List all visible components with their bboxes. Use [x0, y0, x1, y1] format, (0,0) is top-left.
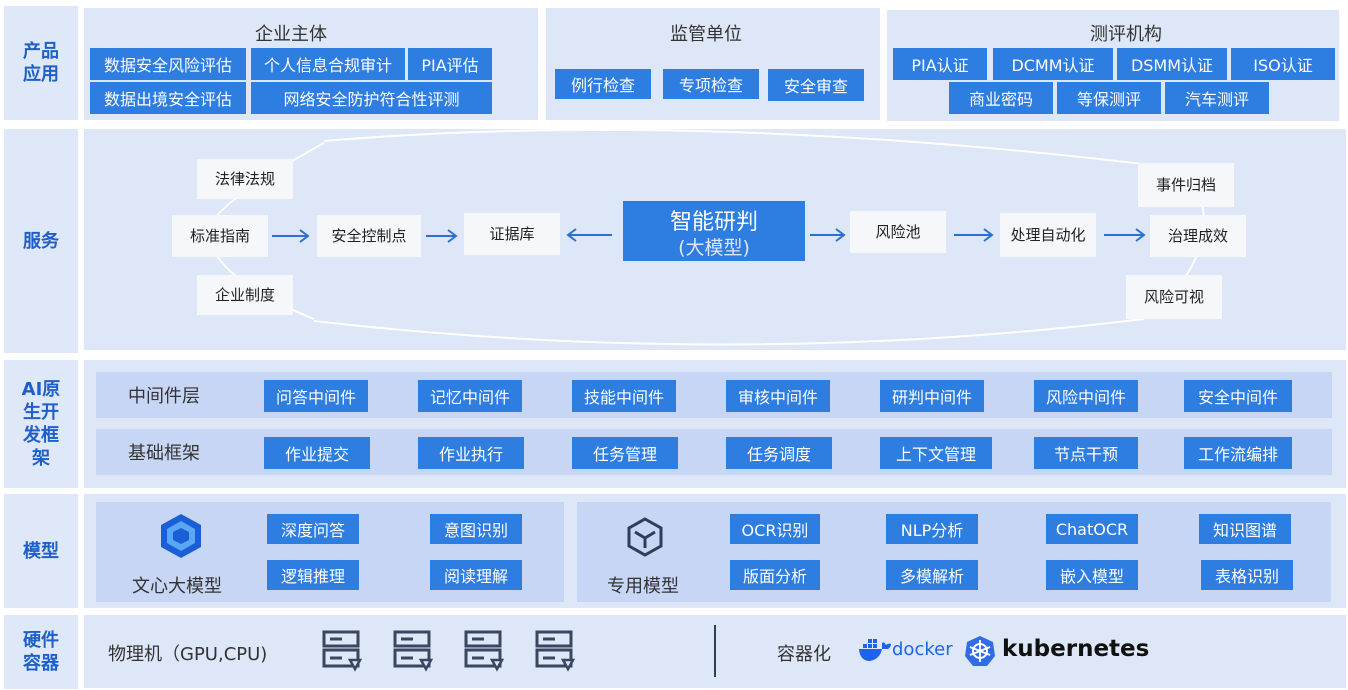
ai-panel: 中间件层 问答中间件 记忆中间件 技能中间件 审核中间件 研判中间件 风险中间件…	[84, 360, 1346, 488]
special-label: 专用模型	[607, 576, 679, 597]
framework-item[interactable]: 任务调度	[726, 437, 832, 469]
middleware-item[interactable]: 风险中间件	[1034, 380, 1138, 412]
special-model-box: 专用模型 OCR识别 NLP分析 ChatOCR 知识图谱 版面分析 多模解析 …	[577, 502, 1331, 602]
special-item[interactable]: 版面分析	[730, 560, 820, 590]
middleware-label: 中间件层	[128, 386, 200, 407]
kubernetes-wordmark: kubernetes	[1002, 636, 1150, 662]
product-item[interactable]: DCMM认证	[993, 48, 1113, 80]
kubernetes-icon	[965, 636, 995, 666]
product-item[interactable]: 个人信息合规审计	[251, 48, 405, 80]
middleware-item[interactable]: 技能中间件	[572, 380, 676, 412]
special-item[interactable]: 多模解析	[886, 560, 978, 590]
enterprise-title: 企业主体	[255, 24, 327, 45]
service-standard[interactable]: 标准指南	[172, 215, 268, 257]
framework-layer: 基础框架 作业提交 作业执行 任务管理 任务调度 上下文管理 节点干预 工作流编…	[96, 429, 1332, 475]
product-item[interactable]: 安全审查	[768, 69, 864, 101]
row-label-hardware: 硬件 容器	[4, 615, 78, 689]
wenxin-model-box: 文心大模型 深度问答 意图识别 逻辑推理 阅读理解	[96, 502, 564, 602]
product-item[interactable]: 网络安全防护符合性评测	[251, 82, 492, 114]
product-item[interactable]: 等保测评	[1057, 82, 1161, 114]
framework-item[interactable]: 任务管理	[572, 437, 678, 469]
hardware-panel: 物理机（GPU,CPU) 容器化 docker	[84, 615, 1346, 688]
middleware-item[interactable]: 记忆中间件	[418, 380, 522, 412]
middleware-layer: 中间件层 问答中间件 记忆中间件 技能中间件 审核中间件 研判中间件 风险中间件…	[96, 372, 1332, 418]
arrow-right-icon	[1104, 228, 1146, 242]
middleware-item[interactable]: 问答中间件	[264, 380, 368, 412]
smart-judgment-title: 智能研判	[669, 210, 758, 235]
product-item[interactable]: 数据出境安全评估	[90, 82, 246, 114]
wenxin-logo-icon	[161, 514, 201, 558]
regulator-panel: 监管单位 例行检查 专项检查 安全审查	[546, 8, 880, 120]
server-icon	[393, 630, 433, 672]
arrow-right-icon	[426, 229, 458, 243]
arrow-left-icon	[566, 228, 612, 242]
service-governance[interactable]: 治理成效	[1150, 215, 1246, 257]
service-panel: 法律法规 标准指南 企业制度 安全控制点 证据库 智能研判 (大模型) 风险池 …	[84, 129, 1346, 350]
service-visual[interactable]: 风险可视	[1126, 275, 1222, 319]
smart-judgment-box[interactable]: 智能研判 (大模型)	[623, 201, 805, 261]
middleware-item[interactable]: 安全中间件	[1184, 380, 1292, 412]
service-evidence[interactable]: 证据库	[464, 213, 560, 255]
service-archive[interactable]: 事件归档	[1138, 163, 1234, 207]
docker-icon	[859, 639, 891, 661]
row-label-ai: AI原 生开 发框 架	[4, 360, 78, 488]
service-control[interactable]: 安全控制点	[317, 215, 421, 257]
row-label-model: 模型	[4, 494, 78, 608]
product-item[interactable]: 例行检查	[555, 69, 651, 99]
service-risk-pool[interactable]: 风险池	[850, 211, 946, 253]
cube-icon	[627, 517, 663, 557]
physical-machine-label: 物理机（GPU,CPU)	[108, 644, 268, 665]
special-item[interactable]: NLP分析	[886, 514, 978, 544]
product-item[interactable]: 专项检查	[663, 69, 759, 99]
middleware-item[interactable]: 审核中间件	[726, 380, 830, 412]
row-label-product: 产品 应用	[4, 6, 78, 120]
service-law[interactable]: 法律法规	[197, 159, 293, 199]
product-item[interactable]: 数据安全风险评估	[90, 48, 246, 80]
wenxin-label: 文心大模型	[132, 576, 222, 597]
framework-item[interactable]: 上下文管理	[880, 437, 992, 469]
product-item[interactable]: 汽车测评	[1165, 82, 1269, 114]
container-label: 容器化	[777, 644, 831, 665]
product-item[interactable]: PIA评估	[408, 48, 492, 80]
server-icon	[322, 630, 362, 672]
special-item[interactable]: 嵌入模型	[1046, 560, 1138, 590]
product-item[interactable]: DSMM认证	[1117, 48, 1227, 80]
arrow-right-icon	[810, 228, 846, 242]
product-item[interactable]: ISO认证	[1231, 48, 1335, 80]
special-item[interactable]: OCR识别	[730, 514, 820, 544]
model-panel: 文心大模型 深度问答 意图识别 逻辑推理 阅读理解 专用模型 OCR识别 NLP…	[84, 494, 1346, 608]
product-item[interactable]: PIA认证	[893, 48, 987, 80]
middleware-item[interactable]: 研判中间件	[880, 380, 984, 412]
divider	[714, 625, 716, 677]
service-policy[interactable]: 企业制度	[197, 275, 293, 315]
wenxin-item[interactable]: 阅读理解	[430, 560, 522, 590]
arrow-right-icon	[272, 229, 310, 243]
evaluator-panel: 测评机构 PIA认证 DCMM认证 DSMM认证 ISO认证 商业密码 等保测评…	[887, 10, 1339, 121]
wenxin-item[interactable]: 逻辑推理	[267, 560, 359, 590]
server-icon	[464, 630, 504, 672]
server-icon	[535, 630, 575, 672]
special-item[interactable]: 知识图谱	[1199, 514, 1291, 544]
special-item[interactable]: ChatOCR	[1046, 514, 1138, 544]
framework-item[interactable]: 作业提交	[264, 437, 370, 469]
docker-wordmark: docker	[892, 639, 953, 660]
smart-judgment-sub: (大模型)	[678, 237, 750, 259]
wenxin-item[interactable]: 意图识别	[430, 514, 522, 544]
row-label-service: 服务	[4, 129, 78, 353]
wenxin-item[interactable]: 深度问答	[267, 514, 359, 544]
arrow-right-icon	[954, 228, 994, 242]
framework-item[interactable]: 作业执行	[418, 437, 524, 469]
framework-label: 基础框架	[128, 443, 200, 464]
enterprise-panel: 企业主体 数据安全风险评估 个人信息合规审计 PIA评估 数据出境安全评估 网络…	[84, 8, 538, 120]
framework-item[interactable]: 工作流编排	[1184, 437, 1292, 469]
special-item[interactable]: 表格识别	[1201, 560, 1293, 590]
regulator-title: 监管单位	[670, 24, 742, 45]
framework-item[interactable]: 节点干预	[1034, 437, 1138, 469]
product-item[interactable]: 商业密码	[949, 82, 1053, 114]
evaluator-title: 测评机构	[1090, 24, 1162, 45]
service-automation[interactable]: 处理自动化	[1000, 213, 1096, 257]
